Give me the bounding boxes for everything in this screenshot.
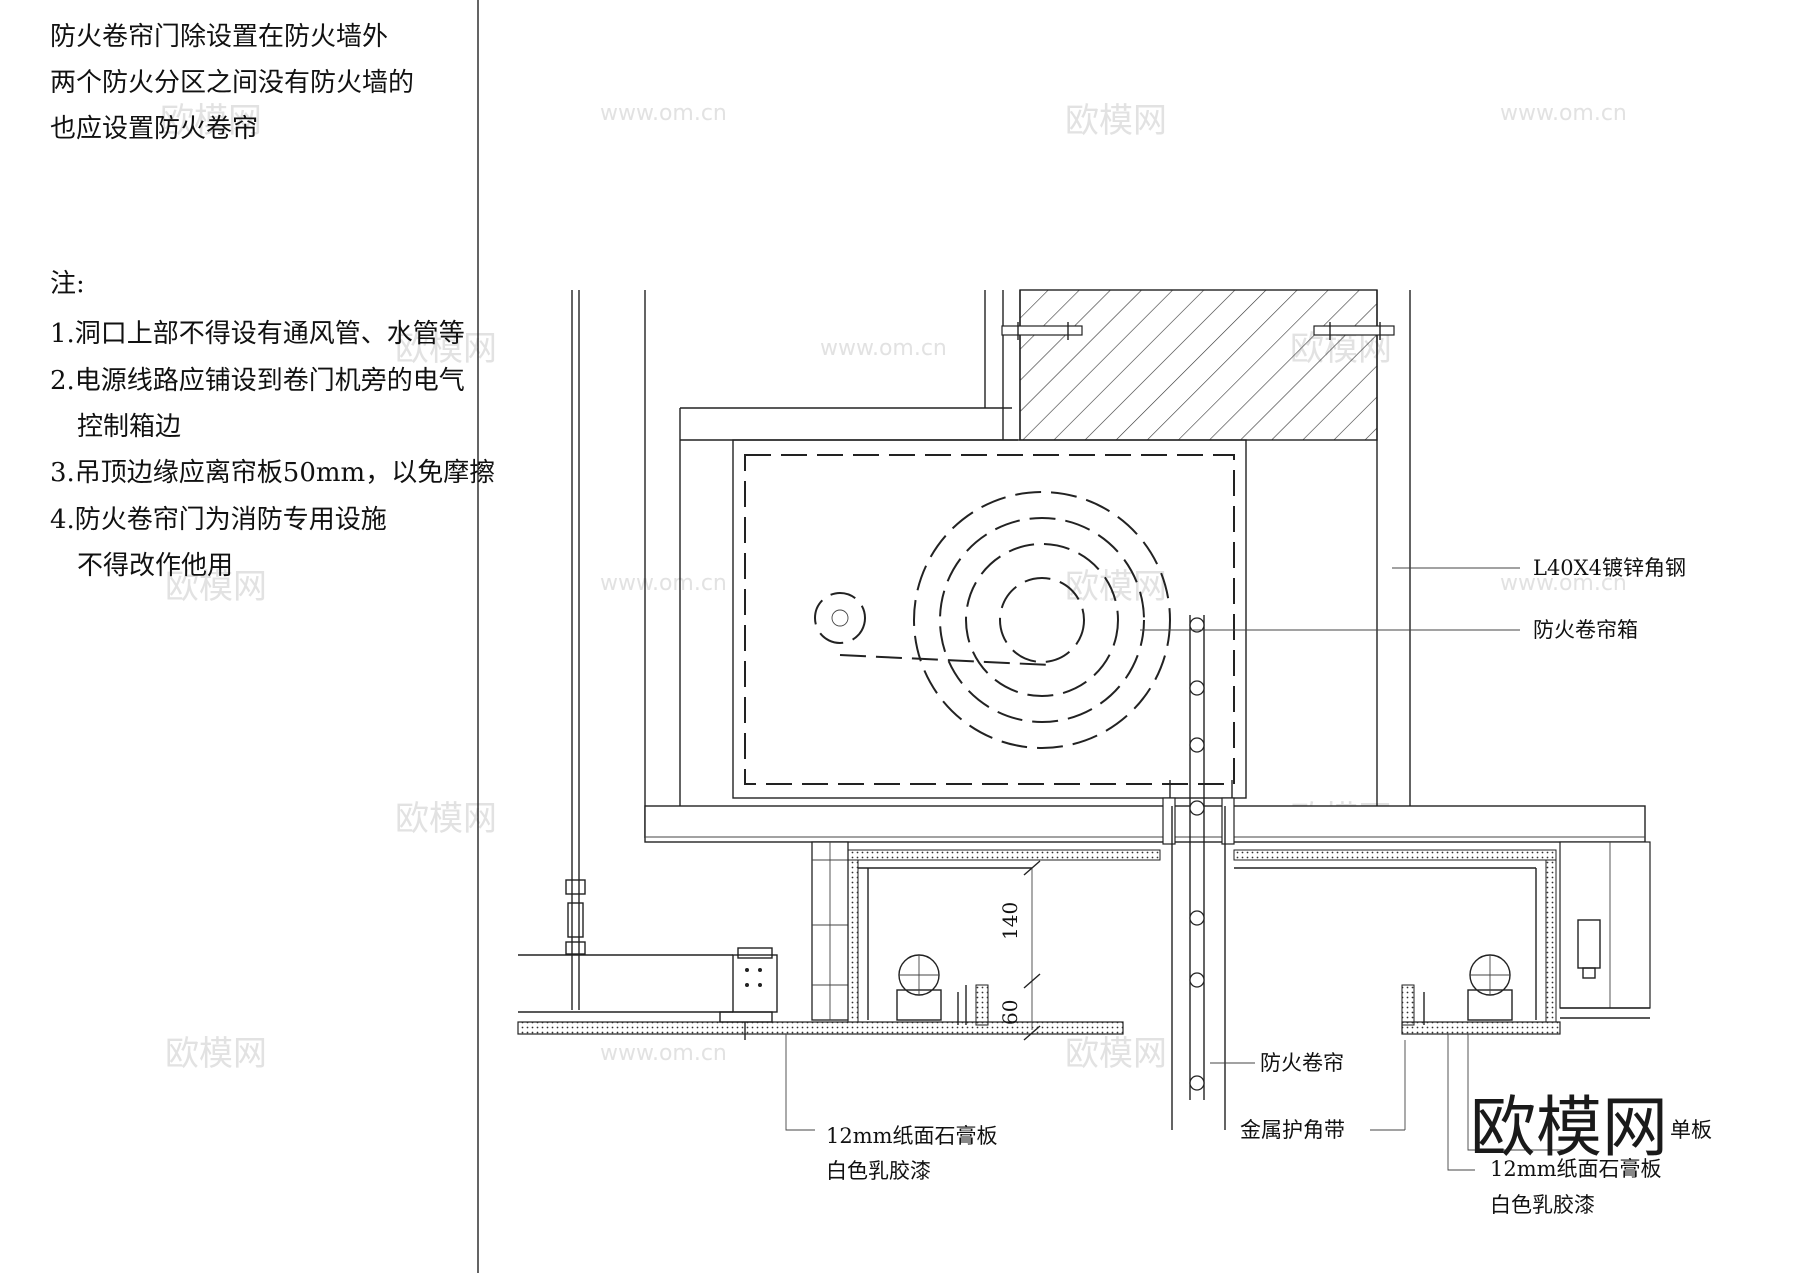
annotation-labels: L40X4镀锌角钢 防火卷帘箱 防火卷帘 金属护角带 12mm纸面石膏板 白色乳…: [826, 556, 1712, 1217]
watermark-brand: 欧模网: [1065, 1034, 1167, 1074]
anchor-bolt-right: [1313, 322, 1395, 340]
dimension-60: 60: [998, 1000, 1022, 1025]
watermark-layer: 欧模网 www.om.cn 欧模网 www.om.cn 欧模网 www.om.c…: [160, 101, 1627, 1074]
watermark-url: www.om.cn: [600, 571, 727, 596]
brand-watermark: 欧模网: [1470, 1089, 1668, 1166]
label-right-board: 12mm纸面石膏板: [1490, 1157, 1662, 1181]
intro-line-3: 也应设置防火卷帘: [50, 114, 258, 144]
note-item-4-cont: 不得改作他用: [77, 551, 233, 581]
curtain-link: [1189, 1075, 1205, 1091]
label-left-paint: 白色乳胶漆: [826, 1159, 931, 1183]
left-hanger-rod: [565, 290, 586, 1010]
curtain-link: [1189, 800, 1205, 816]
dimension-lines: 140 60: [998, 860, 1041, 1041]
intro-line-1: 防火卷帘门除设置在防火墙外: [50, 22, 388, 52]
anchor-bolt-left: [1001, 322, 1083, 340]
curtain-link: [1189, 737, 1205, 753]
label-right-partial: 单板: [1670, 1118, 1712, 1142]
shutter-box-outline: [732, 439, 1247, 799]
right-ceiling-enclosure: [1233, 841, 1651, 1026]
watermark-url: www.om.cn: [1500, 571, 1627, 596]
watermark-url: www.om.cn: [1500, 101, 1627, 126]
watermark-brand: 欧模网: [165, 1034, 267, 1074]
curtain-link: [1189, 910, 1205, 926]
left-ceiling-enclosure: [811, 841, 1161, 1026]
curtain-links: [1189, 617, 1205, 1091]
left-duct: [518, 947, 778, 1023]
watermark-brand: 欧模网: [395, 799, 497, 839]
dimension-140: 140: [998, 902, 1022, 940]
watermark-brand: 欧模网: [160, 101, 262, 141]
left-ceiling-board: [517, 1021, 1124, 1040]
curtain-link: [1189, 972, 1205, 988]
label-angle-steel: L40X4镀锌角钢: [1533, 556, 1686, 580]
label-left-board: 12mm纸面石膏板: [826, 1124, 998, 1148]
leader-lines: [785, 567, 1570, 1171]
note-item-2: 2.电源线路应铺设到卷门机旁的电气: [50, 366, 465, 396]
notes-title: 注:: [50, 269, 85, 299]
note-item-2-cont: 控制箱边: [77, 412, 181, 442]
curtain-link: [1189, 617, 1205, 633]
label-metal-corner: 金属护角带: [1240, 1118, 1345, 1142]
watermark-url: www.om.cn: [600, 1041, 727, 1066]
watermark-url: www.om.cn: [820, 336, 947, 361]
section-drawing: 140 60: [517, 289, 1712, 1217]
watermark-url: www.om.cn: [600, 101, 727, 126]
label-fire-shutter: 防火卷帘: [1260, 1051, 1344, 1075]
fire-shutter-curtain: [1171, 615, 1226, 1130]
intro-text: 防火卷帘门除设置在防火墙外 两个防火分区之间没有防火墙的 也应设置防火卷帘: [50, 22, 414, 144]
notes-block: 注: 1.洞口上部不得设有通风管、水管等 2.电源线路应铺设到卷门机旁的电气 控…: [50, 269, 495, 581]
concrete-beam: [1001, 289, 1411, 806]
watermark-brand: 欧模网: [1065, 101, 1167, 141]
label-shutter-box: 防火卷帘箱: [1533, 618, 1638, 642]
note-item-4: 4.防火卷帘门为消防专用设施: [50, 505, 387, 535]
note-item-3: 3.吊顶边缘应离帘板50mm，以免摩擦: [50, 458, 495, 488]
note-item-1: 1.洞口上部不得设有通风管、水管等: [50, 319, 465, 349]
watermark-brand: 欧模网: [165, 567, 267, 607]
left-wall: [644, 290, 1018, 838]
right-ceiling-board: [1401, 1007, 1650, 1035]
intro-line-2: 两个防火分区之间没有防火墙的: [50, 68, 414, 98]
watermark-brand: 欧模网: [395, 329, 497, 369]
ceiling-slab: [644, 797, 1646, 845]
curtain-link: [1189, 680, 1205, 696]
label-right-paint: 白色乳胶漆: [1490, 1193, 1595, 1217]
